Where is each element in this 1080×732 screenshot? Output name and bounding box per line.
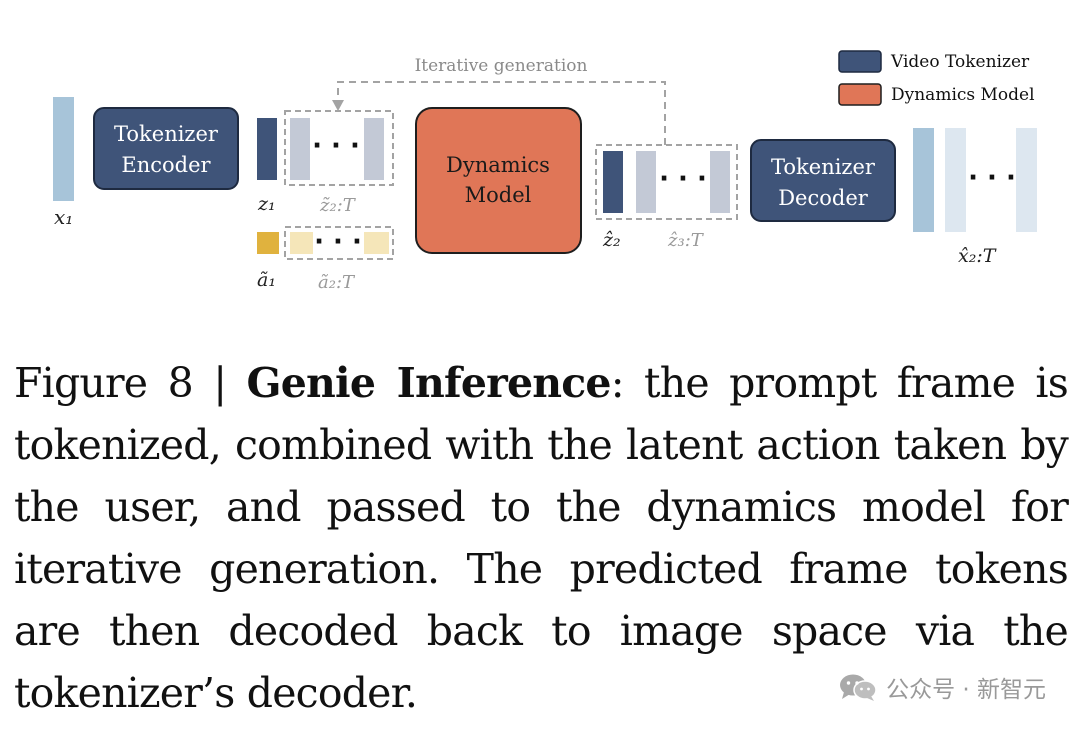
- watermark-text: 公众号 · 新智元: [886, 677, 1046, 703]
- legend-label-dynamics-model: Dynamics Model: [891, 85, 1035, 105]
- label-a1: ã₁: [257, 269, 276, 291]
- output-frame-last: [1016, 128, 1037, 232]
- iterative-arrowhead-icon: [332, 100, 344, 111]
- masked-token-group: [284, 110, 394, 186]
- caption-title: Genie Inference: [246, 359, 612, 407]
- label-z2T: z̃₂:T: [319, 195, 357, 216]
- predicted-token-dots: · · ·: [659, 164, 707, 194]
- output-frame-second: [945, 128, 966, 232]
- label-x1: x₁: [54, 205, 73, 229]
- action-token-a1: [257, 232, 279, 254]
- predicted-token-last: [710, 151, 730, 213]
- label-zhat2: ẑ₂: [602, 229, 621, 251]
- caption-figure-number: Figure 8 |: [14, 359, 247, 407]
- predicted-token-grey: [636, 151, 656, 213]
- wechat-logo-icon: [840, 674, 877, 701]
- action-token-group: [284, 226, 394, 260]
- dynamics-label-line1: Dynamics: [446, 153, 550, 177]
- encoder-label-line1: Tokenizer: [114, 122, 219, 146]
- legend-swatch-video-tokenizer: [838, 50, 882, 73]
- masked-token-last: [364, 118, 384, 180]
- action-token-first: [290, 232, 313, 254]
- dynamics-model-block: [415, 107, 582, 254]
- tokenizer-encoder-block: [93, 107, 239, 190]
- legend: Video Tokenizer Dynamics Model: [838, 50, 1035, 106]
- label-xhat2T: x̂₂:T: [958, 245, 997, 267]
- legend-swatch-dynamics-model: [838, 83, 882, 106]
- masked-token-first: [290, 118, 310, 180]
- masked-token-dots: · · ·: [312, 131, 360, 161]
- figure-caption: Figure 8 | Genie Inference: the prompt f…: [14, 352, 1069, 724]
- predicted-token-group: [595, 144, 738, 220]
- input-frame-x1: [53, 97, 74, 201]
- label-z1: z₁: [257, 193, 276, 215]
- iterative-loop-arrow: [337, 81, 666, 145]
- genie-inference-diagram: Video Tokenizer Dynamics Model Iterative…: [53, 50, 1037, 293]
- tokenizer-decoder-block: [750, 139, 896, 222]
- output-frame-first: [913, 128, 934, 232]
- watermark: 公众号 · 新智元: [838, 670, 1046, 704]
- token-z1: [257, 118, 277, 180]
- label-zhat3T: ẑ₃:T: [667, 230, 705, 251]
- predicted-token-z2: [603, 151, 623, 213]
- action-token-dots: · · ·: [314, 227, 362, 257]
- encoder-label-line2: Encoder: [121, 153, 211, 177]
- caption-body: : the prompt frame is tokenized, combine…: [14, 359, 1069, 717]
- iterative-generation-label: Iterative generation: [415, 56, 588, 76]
- label-a2T: ã₂:T: [318, 272, 356, 293]
- legend-label-video-tokenizer: Video Tokenizer: [890, 52, 1030, 72]
- action-token-last: [364, 232, 389, 254]
- dynamics-label-line2: Model: [465, 183, 532, 207]
- decoder-label-line2: Decoder: [778, 186, 869, 210]
- output-frame-dots: · · ·: [968, 163, 1016, 193]
- decoder-label-line1: Tokenizer: [771, 155, 876, 179]
